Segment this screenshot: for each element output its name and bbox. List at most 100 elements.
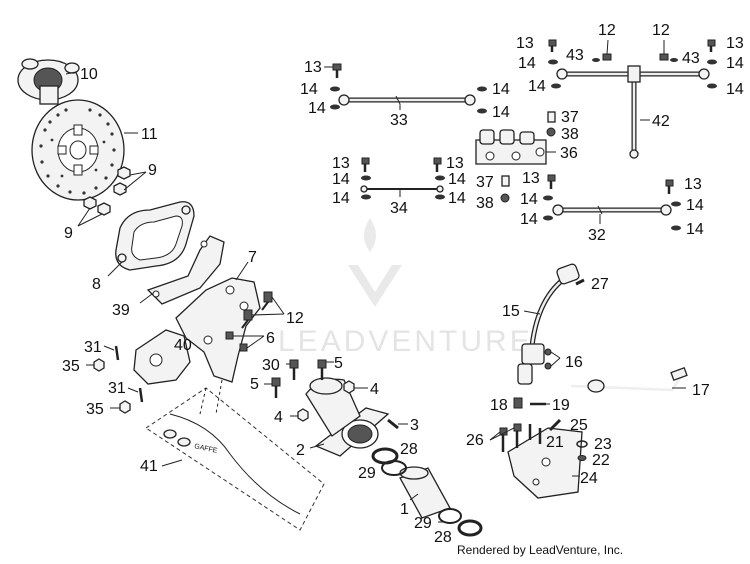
hub-part-10	[17, 58, 80, 105]
callout-13c: 13	[446, 155, 464, 172]
watermark-text: LEADVENTURE	[278, 325, 533, 358]
callout-12b: 12	[652, 22, 670, 39]
callout-38a: 38	[561, 126, 579, 143]
callout-14k: 14	[518, 55, 536, 72]
bolts-part-13-d	[548, 39, 716, 52]
fittings-part-37	[501, 111, 556, 187]
callout-14o: 14	[686, 197, 704, 214]
callout-31b: 31	[108, 380, 126, 397]
callout-13f: 13	[726, 35, 744, 52]
callout-14p: 14	[686, 221, 704, 238]
callout-35a: 35	[62, 358, 80, 375]
callout-33: 33	[390, 112, 408, 129]
callout-28b: 28	[434, 529, 452, 546]
callout-29b: 29	[414, 515, 432, 532]
callout-35b: 35	[86, 401, 104, 418]
callout-27: 27	[591, 276, 609, 293]
reservoir-hose-part-15	[529, 263, 580, 349]
callout-14a: 14	[300, 81, 318, 98]
callout-14i: 14	[520, 191, 538, 208]
callout-13a: 13	[304, 59, 322, 76]
callout-1: 1	[400, 501, 409, 518]
washers-part-14-c	[548, 59, 717, 89]
callout-13d: 13	[522, 170, 540, 187]
nuts-part-35	[93, 358, 131, 414]
callout-23: 23	[594, 436, 612, 453]
callout-25: 25	[570, 417, 588, 434]
callout-14b: 14	[308, 100, 326, 117]
render-credit: Rendered by LeadVenture, Inc.	[457, 543, 624, 557]
bolt-part-3	[387, 418, 399, 430]
washers-part-38	[500, 127, 556, 203]
bolts-part-31	[114, 345, 144, 403]
callout-34: 34	[390, 200, 408, 217]
callout-29a: 29	[358, 465, 376, 482]
callout-15: 15	[502, 303, 520, 320]
callout-5a: 5	[334, 355, 343, 372]
callout-6: 6	[266, 330, 275, 347]
callout-8: 8	[92, 276, 101, 293]
seals-part-29	[381, 460, 462, 524]
callout-2: 2	[296, 442, 305, 459]
callout-41: 41	[140, 458, 158, 475]
callouts: 10 11 9 9 8 39 7 12 6 40 31 35 31 35 41 …	[62, 22, 744, 546]
brake-tee-part-42	[556, 65, 710, 159]
callout-7: 7	[248, 249, 257, 266]
washers-part-14-b	[361, 175, 445, 200]
callout-13g: 13	[684, 176, 702, 193]
mount-plate-part-7	[175, 277, 261, 383]
callout-14j: 14	[520, 211, 538, 228]
callout-14l: 14	[528, 78, 546, 95]
bolt-part-13-a	[332, 63, 342, 78]
nuts-part-9	[83, 166, 131, 216]
callout-28a: 28	[400, 441, 418, 458]
callout-43b: 43	[682, 50, 700, 67]
callout-42: 42	[652, 113, 670, 130]
plate-part-40	[133, 329, 191, 385]
bolts-part-5	[271, 359, 327, 398]
callout-37b: 37	[476, 174, 494, 191]
callout-12a: 12	[598, 22, 616, 39]
callout-13b: 13	[332, 155, 350, 172]
washers-part-14-a	[330, 86, 487, 114]
brake-disc-part-11	[31, 99, 125, 201]
cable-kit-part-41: GAFFE	[145, 387, 325, 531]
callout-24: 24	[580, 470, 598, 487]
callout-19: 19	[552, 397, 570, 414]
callout-43a: 43	[566, 47, 584, 64]
bracket-part-39	[146, 235, 225, 305]
callout-14d: 14	[492, 104, 510, 121]
callout-22: 22	[592, 452, 610, 469]
callout-18: 18	[490, 397, 508, 414]
callout-14e: 14	[332, 171, 350, 188]
callout-9b: 9	[64, 225, 73, 242]
valve-part-36	[475, 129, 547, 165]
caliper-part-8	[115, 201, 195, 271]
bearing-housing-part-2	[305, 377, 390, 457]
washer-part-22	[577, 455, 587, 461]
brake-hose-part-33	[338, 94, 476, 106]
callout-21: 21	[546, 434, 564, 451]
bolt-part-13-c	[547, 174, 556, 189]
callout-9a: 9	[148, 162, 157, 179]
bolt-part-13-e	[665, 179, 674, 194]
callout-12-left: 12	[286, 310, 304, 327]
clamp-part-27	[575, 278, 585, 286]
callout-14f: 14	[448, 171, 466, 188]
brake-hose-part-32	[552, 204, 672, 216]
callout-14g: 14	[332, 190, 350, 207]
bolt-part-25	[548, 418, 562, 432]
nuts-part-4	[297, 380, 355, 422]
callout-31a: 31	[84, 339, 102, 356]
callout-36: 36	[560, 145, 578, 162]
callout-10: 10	[80, 66, 98, 83]
callout-4b: 4	[274, 409, 283, 426]
watermark: LEADVENTURE	[278, 218, 533, 358]
master-cylinder-part-16	[517, 343, 552, 385]
callout-5b: 5	[250, 376, 259, 393]
brake-pedal-part-17	[570, 367, 688, 393]
callout-14n: 14	[726, 81, 744, 98]
callout-40: 40	[174, 337, 192, 354]
washer-part-23	[576, 440, 588, 448]
